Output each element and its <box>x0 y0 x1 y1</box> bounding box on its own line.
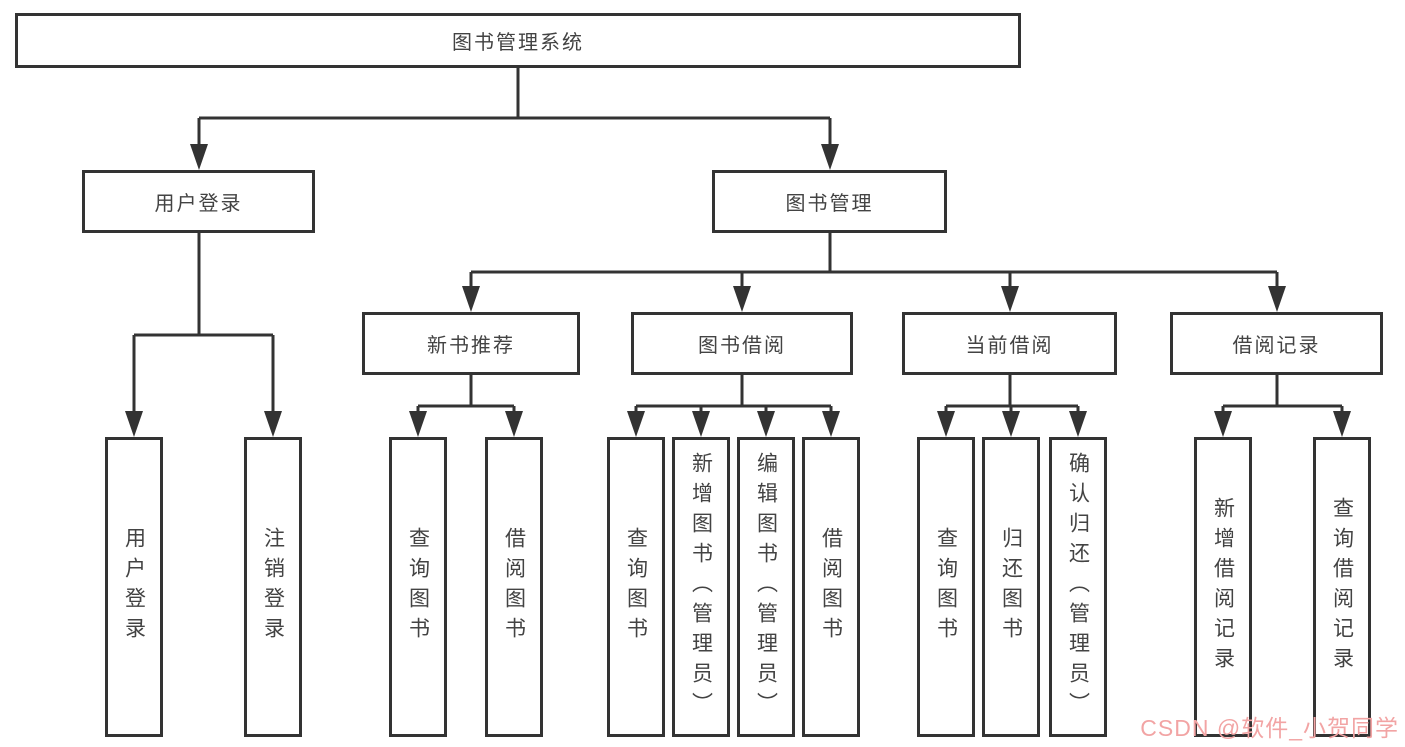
arrowheads <box>125 144 1351 437</box>
leaf-nb-borrow-books: 借阅图书 <box>485 437 543 737</box>
node-book-borrowing: 图书借阅 <box>631 312 853 375</box>
node-user-login: 用户登录 <box>82 170 315 233</box>
leaf-br-query-record: 查询借阅记录 <box>1313 437 1371 737</box>
leaf-logout-login: 注销登录 <box>244 437 302 737</box>
leaf-cb-return-books: 归还图书 <box>982 437 1040 737</box>
node-current-borrowing: 当前借阅 <box>902 312 1117 375</box>
node-root-system: 图书管理系统 <box>15 13 1021 68</box>
leaf-user-login: 用户登录 <box>105 437 163 737</box>
leaf-cb-query-books: 查询图书 <box>917 437 975 737</box>
node-book-management: 图书管理 <box>712 170 947 233</box>
leaf-bb-edit-books-admin: 编辑图书（管理员） <box>737 437 795 737</box>
watermark: CSDN @软件_小贺同学 <box>1140 715 1399 741</box>
node-new-book-recommend: 新书推荐 <box>362 312 580 375</box>
leaf-br-add-record: 新增借阅记录 <box>1194 437 1252 737</box>
node-borrow-records: 借阅记录 <box>1170 312 1383 375</box>
leaf-bb-borrow-books: 借阅图书 <box>802 437 860 737</box>
leaf-nb-query-books: 查询图书 <box>389 437 447 737</box>
leaf-bb-query-books: 查询图书 <box>607 437 665 737</box>
leaf-cb-confirm-return-admin: 确认归还（管理员） <box>1049 437 1107 737</box>
leaf-bb-add-books-admin: 新增图书（管理员） <box>672 437 730 737</box>
